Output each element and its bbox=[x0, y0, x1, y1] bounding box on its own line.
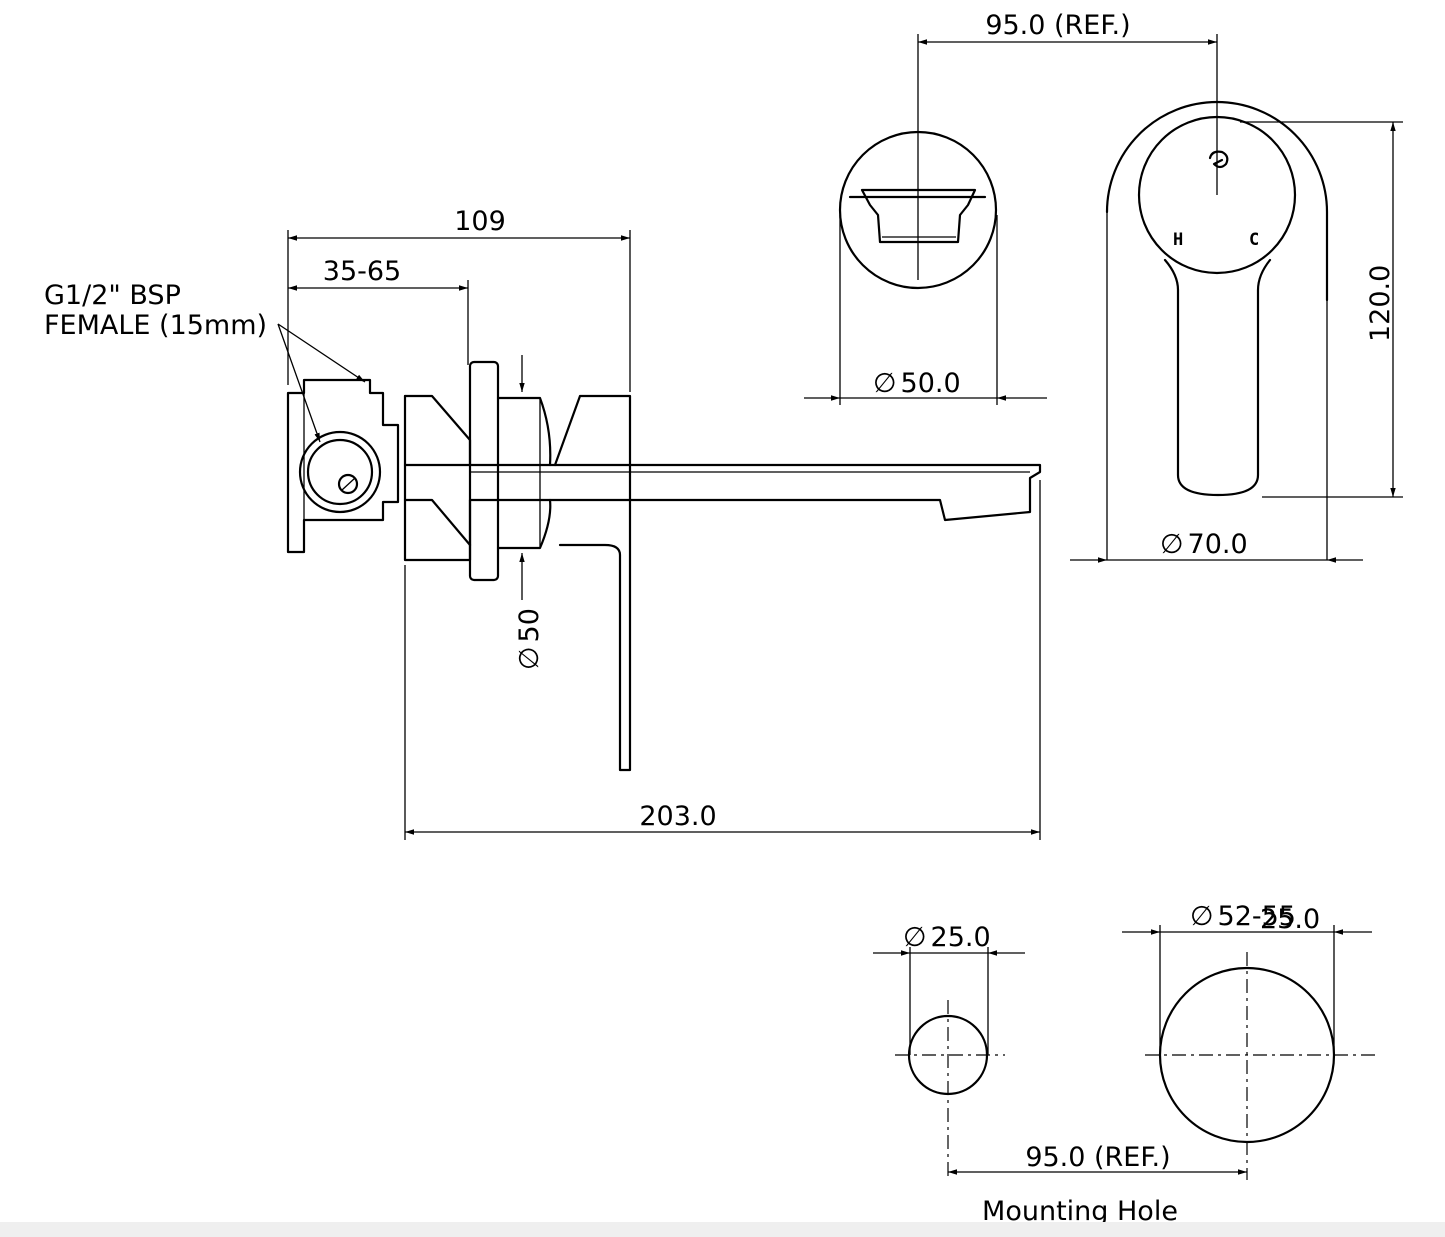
front-view-mixer: H C 120.0 ∅70.0 bbox=[1070, 100, 1403, 563]
cover-top bbox=[496, 396, 552, 467]
valve-body bbox=[286, 378, 400, 554]
connection-label-line1: G1/2" BSP bbox=[44, 280, 181, 311]
dimension-phi50-front-label: ∅50.0 bbox=[873, 368, 961, 399]
handle-hot-label: H bbox=[1173, 230, 1183, 250]
mixer-plate-outline bbox=[1105, 100, 1329, 302]
screw-slot bbox=[341, 477, 356, 491]
dimension-phi50-side-label: ∅50 bbox=[514, 608, 545, 670]
side-view: 109 35-65 G1/2" BSP FEMALE (15mm) ∅50 bbox=[44, 206, 1042, 840]
bottom-edge-shadow bbox=[0, 1222, 1445, 1237]
dimension-phi25-label: ∅25.0 bbox=[903, 922, 991, 953]
inlet-outer-circle bbox=[298, 430, 382, 514]
housing-lower bbox=[403, 498, 472, 547]
dimension-35-65-label: 35-65 bbox=[323, 256, 401, 287]
flange bbox=[468, 360, 500, 582]
mounting-hole-view: ∅25.0 ∅52-55 25.0 95.0 (REF.) Mounting H… bbox=[873, 901, 1375, 1227]
dimension-120-label: 120.0 bbox=[1365, 265, 1396, 342]
dimension-phi52-overlap-label: 25.0 bbox=[1260, 904, 1320, 935]
connection-label-line2: FEMALE (15mm) bbox=[44, 310, 267, 341]
handle-cold-label: C bbox=[1249, 230, 1259, 250]
dimension-phi52-label: ∅52-55 bbox=[1190, 901, 1296, 932]
dimension-95-top-label: 95.0 (REF.) bbox=[985, 10, 1130, 41]
mounting-hole-caption: Mounting Hole bbox=[982, 1196, 1178, 1227]
mixer-lever bbox=[1163, 258, 1272, 497]
dimension-95-bottom-label: 95.0 (REF.) bbox=[1025, 1142, 1170, 1173]
dimension-phi70-label: ∅70.0 bbox=[1160, 529, 1248, 560]
housing-top bbox=[403, 394, 472, 467]
mixer-cartridge-circle bbox=[1137, 115, 1297, 275]
leader-line bbox=[277, 323, 321, 443]
spout bbox=[468, 463, 1042, 522]
dimension-203-label: 203.0 bbox=[639, 801, 716, 832]
lever-handle bbox=[553, 394, 632, 772]
spout-outlet bbox=[860, 188, 977, 244]
cover-bottom bbox=[496, 498, 552, 550]
front-view-spout: 95.0 (REF.) ∅50.0 bbox=[804, 10, 1218, 405]
brand-g-logo-icon bbox=[1208, 150, 1229, 169]
housing-front bbox=[403, 394, 472, 562]
leader-line bbox=[277, 323, 366, 383]
inlet-screw bbox=[337, 473, 359, 495]
dimension-109-label: 109 bbox=[454, 206, 506, 237]
inlet-inner-circle bbox=[306, 438, 374, 506]
